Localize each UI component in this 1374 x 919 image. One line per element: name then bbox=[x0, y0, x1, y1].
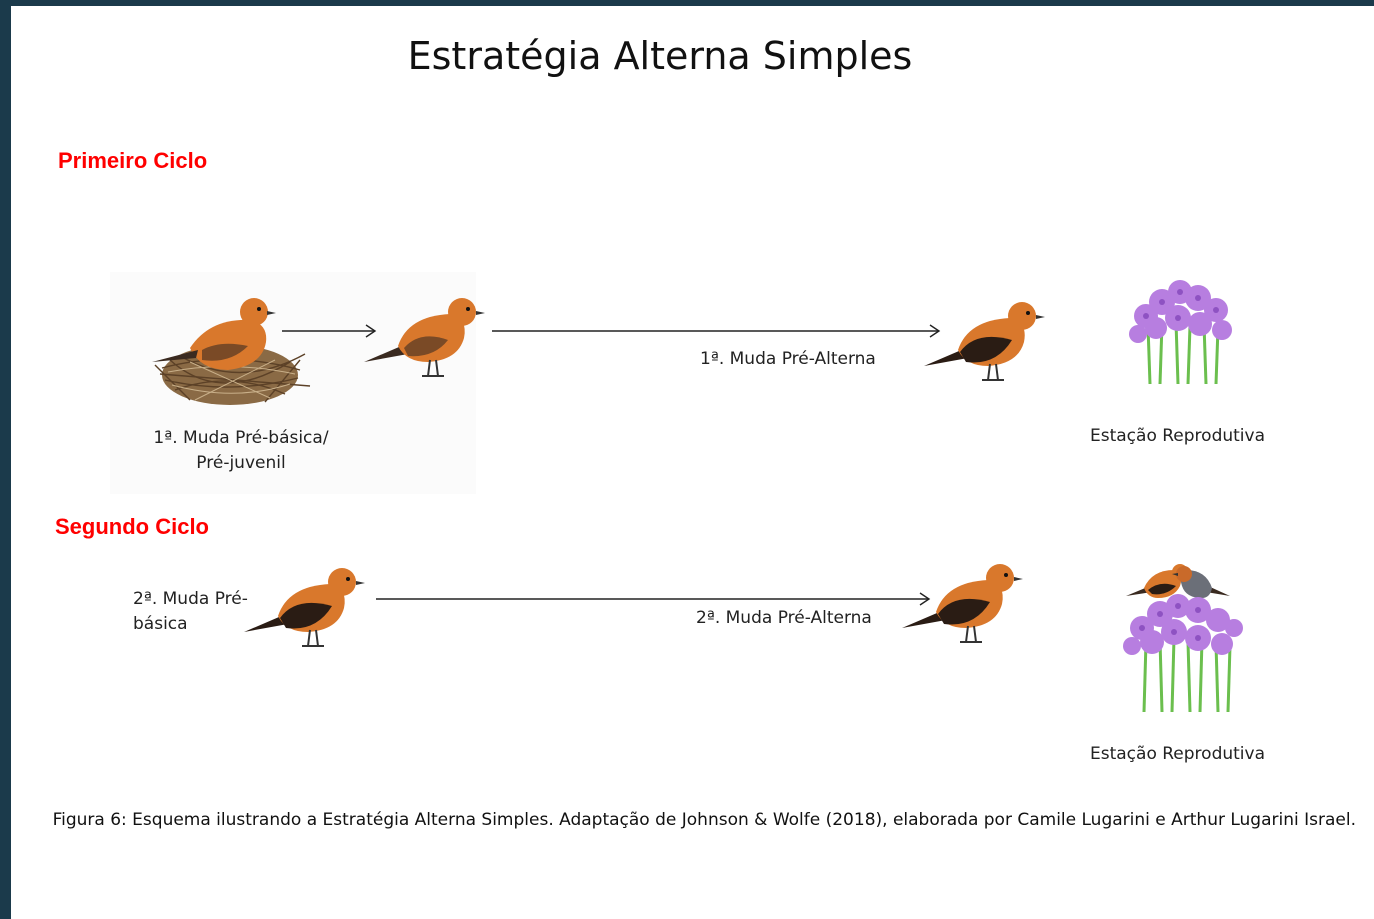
first-molt-label-line1: 1ª. Muda Pré-básica/ bbox=[153, 428, 329, 448]
second-prebasic-molt-label-line1: 2ª. Muda Pré- bbox=[133, 589, 248, 609]
second-prebasic-molt-label-line2: básica bbox=[133, 614, 188, 634]
arrow-nest-to-juvenile bbox=[282, 324, 377, 338]
juvenile-bird-illustration bbox=[364, 298, 485, 377]
flowers-breeding-season-illustration bbox=[1129, 280, 1232, 385]
adult-bird-second-cycle-start-illustration bbox=[244, 568, 365, 647]
arrow-second-prebasic-to-second-alternate bbox=[376, 592, 931, 606]
nest-with-bird-illustration bbox=[152, 298, 311, 405]
first-cycle-heading: Primeiro Ciclo bbox=[58, 148, 208, 173]
second-cycle-heading: Segundo Ciclo bbox=[55, 514, 209, 539]
flowers-with-bird-pair-illustration bbox=[1123, 564, 1243, 713]
diagram-title: Estratégia Alterna Simples bbox=[407, 34, 913, 78]
first-prealternate-molt-label: 1ª. Muda Pré-Alterna bbox=[700, 349, 876, 369]
second-breeding-season-label: Estação Reprodutiva bbox=[1090, 744, 1265, 764]
first-breeding-season-label: Estação Reprodutiva bbox=[1090, 426, 1265, 446]
first-molt-label-line2: Pré-juvenil bbox=[196, 453, 286, 473]
adult-bird-first-cycle-illustration bbox=[924, 302, 1045, 381]
arrow-juvenile-to-first-alternate bbox=[492, 324, 941, 338]
second-prealternate-molt-label: 2ª. Muda Pré-Alterna bbox=[696, 608, 872, 628]
figure-caption: Figura 6: Esquema ilustrando a Estratégi… bbox=[52, 810, 1356, 830]
adult-bird-second-alternate-illustration bbox=[902, 564, 1023, 643]
